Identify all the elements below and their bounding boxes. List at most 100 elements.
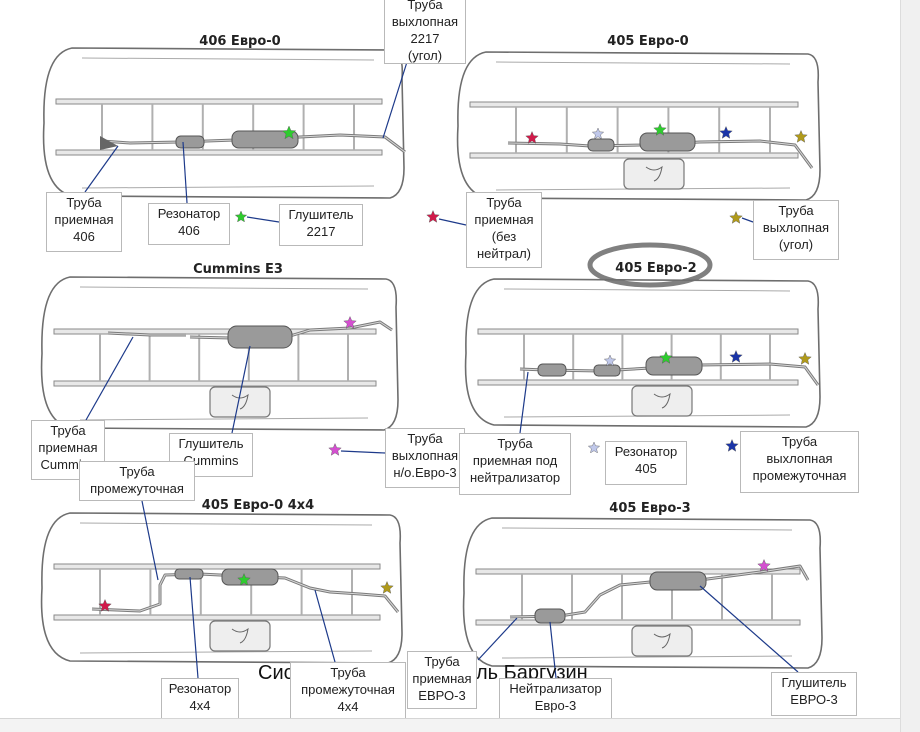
marker-star-blue-405-euro0 xyxy=(719,125,733,139)
leader-neutralizer-euro3 xyxy=(549,621,557,679)
chassis-405-euro3-fuel-tank-detail xyxy=(653,632,671,649)
legend-star-magenta-exhaust xyxy=(328,442,342,456)
chassis-405-euro3-frame-rail-bottom xyxy=(475,619,801,626)
window-status-bar xyxy=(0,718,900,732)
leader-intake-cummins xyxy=(85,336,134,421)
title-406-euro0: 406 Евро-0 xyxy=(199,34,281,49)
leader-muffler-euro3 xyxy=(699,585,799,673)
muffler-405-euro0-4x4 xyxy=(221,568,279,586)
chassis-cummins-fuel-tank-detail xyxy=(231,393,249,410)
marker-star-green-2217 xyxy=(281,125,297,140)
chassis-405-euro0-4x4-frame-rail-bottom xyxy=(53,614,381,621)
leader-intake-neutralizer xyxy=(519,371,529,434)
caption-left: Сис xyxy=(258,662,294,684)
title-405-euro3: 405 Евро-3 xyxy=(609,501,691,516)
chassis-405-euro0-4x4-body-inner-top xyxy=(79,522,373,526)
leader-intake-no-neutral xyxy=(438,218,467,226)
marker-star-magenta-euro3 xyxy=(757,558,771,572)
chassis-405-euro0-4x4-body-inner-bottom xyxy=(79,650,373,654)
legend-star-olive-exhaust xyxy=(729,210,743,224)
chassis-405-euro3-fuel-tank xyxy=(631,625,693,657)
neutralizer-405-euro2 xyxy=(537,363,567,377)
chassis-405-euro3-body-inner-top xyxy=(501,527,793,531)
chassis-406-euro0-body-inner-bottom xyxy=(81,185,375,189)
leader-muffler-2217 xyxy=(246,216,280,223)
marker-star-lavender-405-euro0 xyxy=(591,127,605,140)
highlight-ring-405-euro2 xyxy=(587,242,713,288)
marker-star-olive-405-euro2 xyxy=(798,351,812,365)
marker-star-olive-4x4 xyxy=(380,580,394,594)
chassis-405-euro0-4x4-body-outline xyxy=(40,512,403,664)
leader-exhaust-2217 xyxy=(382,61,408,139)
muffler-cummins xyxy=(227,325,293,349)
exhaust-system-diagram xyxy=(40,47,823,679)
chassis-405-euro2-fuel-tank-detail xyxy=(653,392,671,409)
legend-star-lavender-resonator xyxy=(587,441,601,454)
chassis-406-euro0-frame-rail-top xyxy=(55,98,383,105)
chassis-405-euro0-body-inner-top xyxy=(495,61,791,65)
chassis-406-euro0-body-outline xyxy=(42,47,405,199)
chassis-405-euro0-4x4-fuel-tank xyxy=(209,620,271,652)
pipe-405-euro3-highlight xyxy=(509,565,809,618)
chassis-405-euro2-fuel-tank xyxy=(631,385,693,417)
chassis-405-euro2-frame-rail-top xyxy=(477,328,799,335)
chassis-405-euro0-frame-rail-bottom xyxy=(469,152,799,159)
leader-intake-406 xyxy=(84,145,119,193)
pipe-cummins-intake-highlight xyxy=(107,332,186,336)
chassis-405-euro2-body-inner-top xyxy=(503,288,791,292)
chassis-405-euro0-fuel-tank xyxy=(623,158,685,190)
muffler-405-euro0 xyxy=(639,132,696,152)
marker-star-green-4x4 xyxy=(237,572,251,586)
neutralizer-euro3 xyxy=(534,608,566,624)
chassis-405-euro0-4x4-fuel-tank-detail xyxy=(231,627,249,644)
leader-intermediate-4x4 xyxy=(314,589,336,663)
marker-star-lavender-405-euro2 xyxy=(603,354,617,367)
marker-star-magenta-cummins xyxy=(343,315,357,329)
marker-star-red-4x4 xyxy=(98,598,112,612)
chassis-405-euro0-frame-rail-top xyxy=(469,101,799,108)
chassis-cummins-body-inner-top xyxy=(79,286,369,290)
title-405-euro0: 405 Евро-0 xyxy=(607,34,689,49)
legend-star-red-intake xyxy=(426,209,440,223)
legend-star-green-muffler xyxy=(234,210,248,223)
muffler-euro3 xyxy=(649,571,707,591)
chassis-405-euro3-frame-rail-top xyxy=(475,568,801,575)
title-405-euro0-4x4: 405 Евро-0 4х4 xyxy=(201,498,315,513)
marker-star-blue-405-euro2 xyxy=(729,349,743,363)
leader-resonator-406 xyxy=(182,141,188,204)
leader-muffler-cummins xyxy=(231,345,251,434)
chassis-406-euro0-body-inner-top xyxy=(81,57,375,61)
chassis-cummins-fuel-tank xyxy=(209,386,271,418)
marker-star-green-405-euro2 xyxy=(659,350,673,364)
chassis-cummins-body-inner-bottom xyxy=(79,417,369,421)
window-scrollbar[interactable] xyxy=(900,0,920,732)
resonator-406 xyxy=(175,135,205,149)
resonator-405-euro2 xyxy=(593,364,621,377)
chassis-406-euro0-frame-rail-bottom xyxy=(55,149,383,156)
leader-exhaust-no-euro3 xyxy=(340,450,386,454)
marker-star-green-405-euro0 xyxy=(653,122,667,136)
chassis-405-euro0-fuel-tank-detail xyxy=(645,165,663,182)
muffler-405-euro2 xyxy=(645,356,703,376)
muffler-2217 xyxy=(231,130,299,149)
title-405-euro2: 405 Евро-2 xyxy=(615,261,697,276)
intake-flange-406 xyxy=(100,136,118,150)
